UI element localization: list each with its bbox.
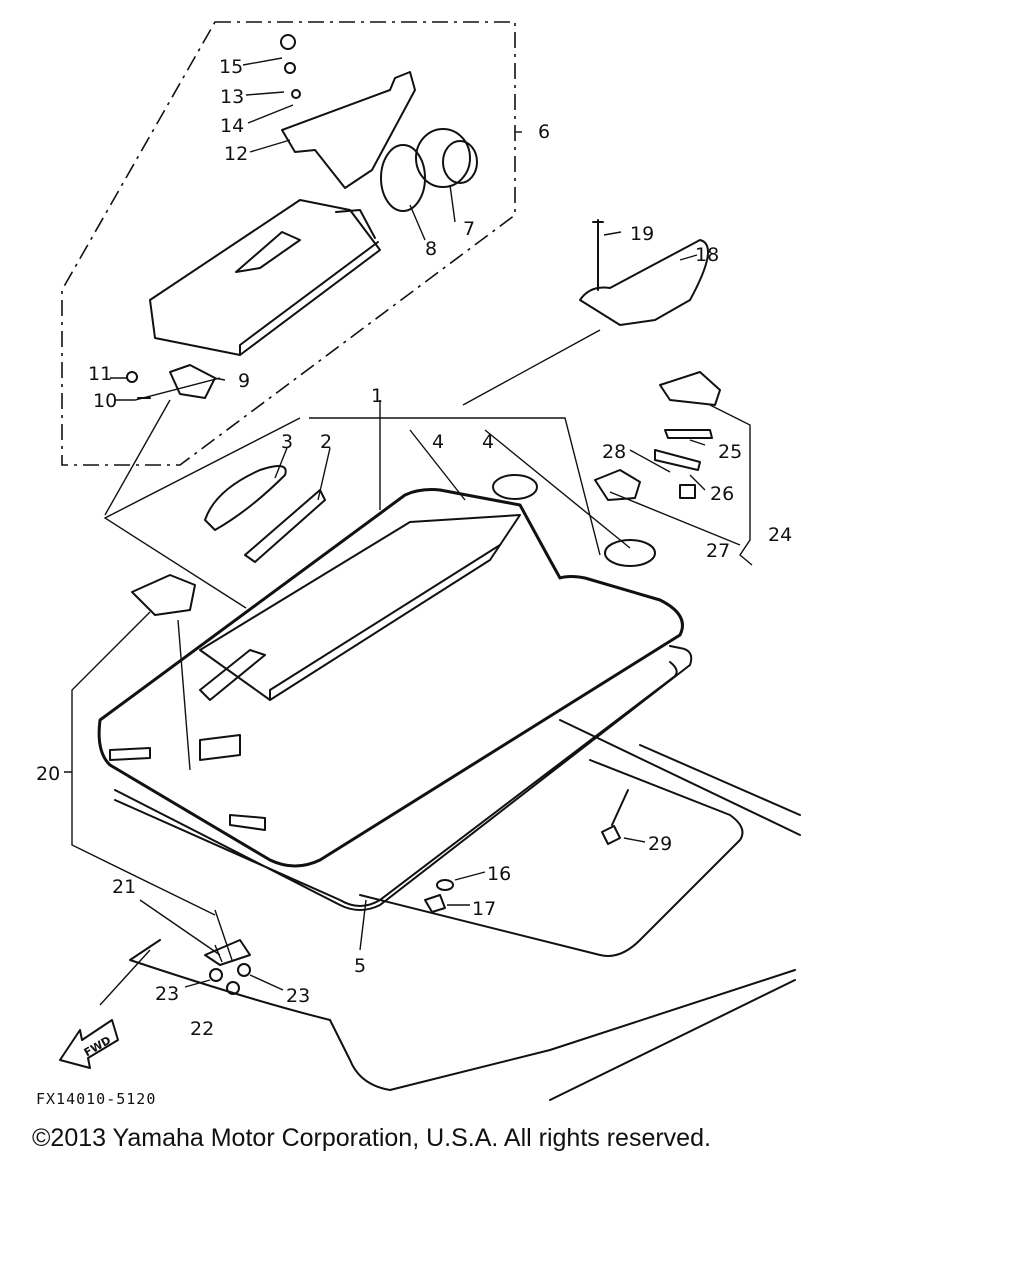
rubber-seal-4-lower [604, 539, 656, 567]
figure-code: FX14010-5120 [36, 1090, 157, 1108]
seal-strip-2 [244, 489, 326, 563]
hatch-cover [97, 488, 684, 868]
callout-29: 29 [648, 833, 672, 855]
callout-18: 18 [695, 244, 719, 266]
rivet-19 [592, 219, 604, 291]
hatch-seal-frame [114, 645, 693, 911]
callout-5: 5 [354, 955, 366, 977]
callout-12: 12 [224, 143, 248, 165]
callout-26: 26 [710, 483, 734, 505]
catch-plate-21 [204, 939, 251, 966]
latch-catch-20 [131, 574, 196, 616]
callout-13: 13 [220, 86, 244, 108]
bolt-29 [601, 789, 629, 845]
callout-28: 28 [602, 441, 626, 463]
callout-8: 8 [425, 238, 437, 260]
callout-9: 9 [238, 370, 250, 392]
callout-1: 1 [371, 385, 383, 407]
deck-edge [129, 719, 801, 1101]
latch-bracket-24 [709, 404, 753, 566]
callout-20: 20 [36, 763, 60, 785]
callout-labels: 1 2 3 4 4 5 6 7 8 9 10 11 12 13 14 15 16… [36, 56, 792, 1040]
callout-21: 21 [112, 876, 136, 898]
hatch-handle-18 [579, 239, 709, 326]
callout-19: 19 [630, 223, 654, 245]
callout-17: 17 [472, 898, 496, 920]
callout-6: 6 [538, 121, 550, 143]
nut-28 [679, 484, 696, 499]
callout-24: 24 [768, 524, 792, 546]
callout-14: 14 [220, 115, 244, 137]
bolt-22 [226, 981, 240, 995]
callout-15: 15 [219, 56, 243, 78]
callout-4a: 4 [432, 431, 444, 453]
deck-opening [359, 759, 744, 957]
callout-2: 2 [320, 431, 332, 453]
callout-16: 16 [487, 863, 511, 885]
bolt-23-right [237, 963, 251, 977]
callout-10: 10 [93, 390, 117, 412]
callout-leaders [64, 57, 741, 1006]
callout-7: 7 [463, 218, 475, 240]
nut-17 [424, 894, 446, 913]
callout-27: 27 [706, 540, 730, 562]
callout-4b: 4 [482, 431, 494, 453]
callout-23b: 23 [286, 985, 310, 1007]
assembly-6-boundary [61, 21, 516, 466]
vent-cover-assembly [126, 34, 478, 399]
rubber-seal-4-upper [492, 474, 538, 500]
callout-3: 3 [281, 431, 293, 453]
exploded-parts-diagram: FWD 1 2 3 4 4 5 6 7 8 9 10 11 12 [36, 21, 801, 1101]
callout-11: 11 [88, 363, 112, 385]
copyright-notice: ©2013 Yamaha Motor Corporation, U.S.A. A… [32, 1124, 711, 1152]
bolt-23-left [209, 968, 223, 982]
washer-16 [436, 879, 454, 891]
latch-assembly [654, 371, 721, 471]
hook-27 [594, 469, 641, 501]
fwd-direction-arrow: FWD [59, 1019, 119, 1069]
seal-strip-3 [204, 465, 287, 531]
callout-22: 22 [190, 1018, 214, 1040]
callout-25: 25 [718, 441, 742, 463]
callout-23a: 23 [155, 983, 179, 1005]
